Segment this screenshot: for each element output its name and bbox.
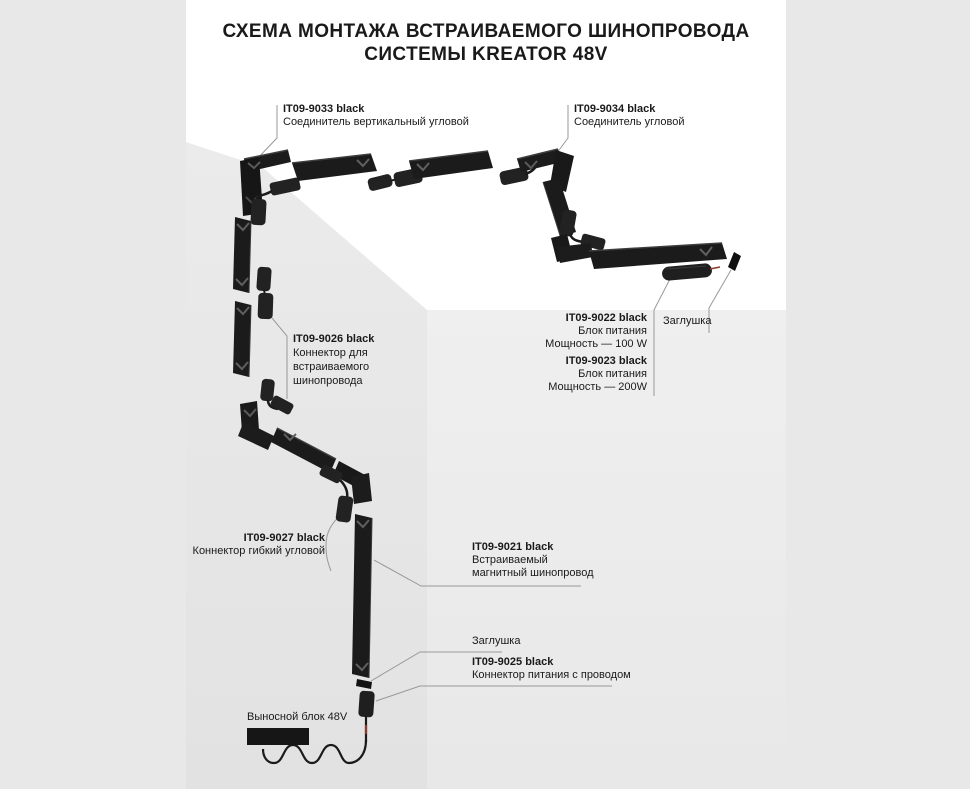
callout-it9021-desc2: магнитный шинопровод [472, 567, 594, 579]
power-feed-connector [358, 690, 375, 742]
corner-connector-to-vertical [333, 461, 372, 504]
callout-it9022-code: IT09-9022 black [565, 312, 647, 324]
callout-it9033-code: IT09-9033 black [283, 103, 365, 115]
ceiling-track-right-long [588, 242, 727, 269]
corner-connector-lower-right [551, 234, 593, 263]
callout-it9033: IT09-9033 black Соединитель вертикальный… [283, 103, 469, 129]
callout-it9026: IT09-9026 black Коннектор для встраиваем… [293, 332, 374, 388]
callout-it9023: IT09-9023 black Блок питания Мощность — … [467, 355, 647, 394]
power-supply-unit [662, 263, 721, 281]
ceiling-track-segment-1 [291, 153, 377, 181]
recessed-connector [256, 266, 274, 320]
leader-it9027 [325, 512, 344, 572]
ceiling-track-segment-2 [408, 150, 493, 179]
callout-cap-right: Заглушка [663, 315, 712, 327]
callout-it9022-desc1: Блок питания [578, 325, 647, 337]
end-cap-bottom [356, 679, 372, 689]
leader-psu [653, 276, 672, 396]
flexible-corner-connector [319, 464, 354, 523]
callout-it9026-desc2: встраиваемого [293, 361, 370, 373]
callout-cap-bottom: Заглушка [472, 635, 521, 647]
callout-remote-block: Выносной блок 48V [247, 711, 348, 723]
callout-it9027-desc: Коннектор гибкий угловой [192, 545, 325, 557]
callout-it9034: IT09-9034 black Соединитель угловой [574, 103, 685, 129]
page-title-line2: СИСТЕМЫ KREATOR 48V [364, 44, 608, 65]
wall-track-segment-2 [233, 301, 252, 378]
callout-it9027-code: IT09-9027 black [243, 532, 325, 544]
callout-it9023-desc1: Блок питания [578, 368, 647, 380]
remote-driver-block [247, 728, 309, 745]
power-cord [261, 739, 368, 765]
diagonal-track-floor [271, 427, 337, 473]
leader-it9033 [255, 105, 278, 161]
callout-it9026-code: IT09-9026 black [293, 333, 375, 345]
callout-it9026-desc3: шинопровода [293, 375, 363, 387]
page-title-line1: СХЕМА МОНТАЖА ВСТРАИВАЕМОГО ШИНОПРОВОДА [222, 21, 750, 42]
leader-it9025 [375, 685, 612, 702]
callout-it9022-desc2: Мощность — 100 W [545, 338, 647, 350]
callout-it9034-code: IT09-9034 black [574, 103, 656, 115]
leader-cap-right [708, 269, 732, 333]
callout-it9027: IT09-9027 black Коннектор гибкий угловой [145, 532, 325, 558]
flex-connector-top-left [250, 177, 301, 226]
end-cap-right [728, 252, 741, 271]
wall-track-segment-1 [233, 217, 252, 294]
callout-it9034-desc: Соединитель угловой [574, 116, 685, 128]
right-wall-plane [427, 310, 786, 789]
corner-connector-wall-floor [238, 401, 274, 450]
callout-it9025-code: IT09-9025 black [472, 656, 554, 668]
callout-it9021-code: IT09-9021 black [472, 541, 554, 553]
callout-it9023-desc2: Мощность — 200W [548, 381, 647, 393]
flex-connector-wall-bottom [260, 378, 294, 415]
callout-it9021-desc1: Встраиваемый [472, 554, 548, 566]
recessed-magnetic-track [352, 514, 373, 679]
callout-it9023-code: IT09-9023 black [565, 355, 647, 367]
leader-lines [255, 105, 732, 702]
psu-wire-red [709, 266, 721, 270]
page-title: СХЕМА МОНТАЖА ВСТРАИВАЕМОГО ШИНОПРОВОДА … [186, 20, 786, 66]
leader-it9026 [271, 317, 288, 399]
callout-it9033-desc: Соединитель вертикальный угловой [283, 116, 469, 128]
callout-it9026-desc1: Коннектор для [293, 347, 368, 359]
callout-it9022: IT09-9022 black Блок питания Мощность — … [467, 312, 647, 351]
callout-it9025-desc: Коннектор питания с проводом [472, 669, 631, 681]
leader-cap-bottom [370, 651, 502, 682]
callout-it9021: IT09-9021 black Встраиваемый магнитный ш… [472, 541, 594, 580]
callout-it9025: IT09-9025 black Коннектор питания с пров… [472, 656, 631, 682]
leader-it9021 [373, 559, 581, 587]
